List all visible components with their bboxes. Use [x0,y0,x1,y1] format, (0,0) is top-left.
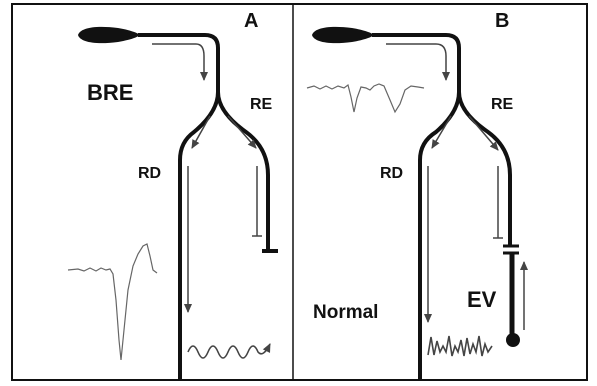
ecg-trace-b [307,84,424,112]
panel-b-ev-label: EV [467,287,497,312]
panel-a-re-label: RE [250,96,273,113]
right-bundle-branch [218,92,268,251]
panel-a-letter: A [244,10,258,32]
conduction-arrow-his-b [386,44,446,80]
panel-b: B RE RD Normal EV [307,10,524,380]
arrow-to-right-branch-b [469,116,498,150]
wave-normal-b [428,336,492,356]
right-bundle-branch-b [459,92,510,246]
ecg-trace-bre [68,244,157,360]
panel-b-rd-label: RD [380,165,403,182]
panel-b-normal-label: Normal [313,302,378,323]
ev-focus-dot [506,333,520,347]
panel-a-rd-label: RD [138,165,161,182]
arrow-to-right-branch [228,116,256,148]
panel-a-bre-label: BRE [87,80,133,105]
his-bundle-node [78,27,140,43]
panel-b-letter: B [495,10,509,32]
panel-b-re-label: RE [491,96,514,113]
wave-arrow-a [188,344,270,358]
conduction-arrow-his [152,44,204,80]
figure-frame [12,4,587,380]
panel-a: A BRE RE RD [68,10,278,380]
his-bundle-node-b [312,27,374,43]
